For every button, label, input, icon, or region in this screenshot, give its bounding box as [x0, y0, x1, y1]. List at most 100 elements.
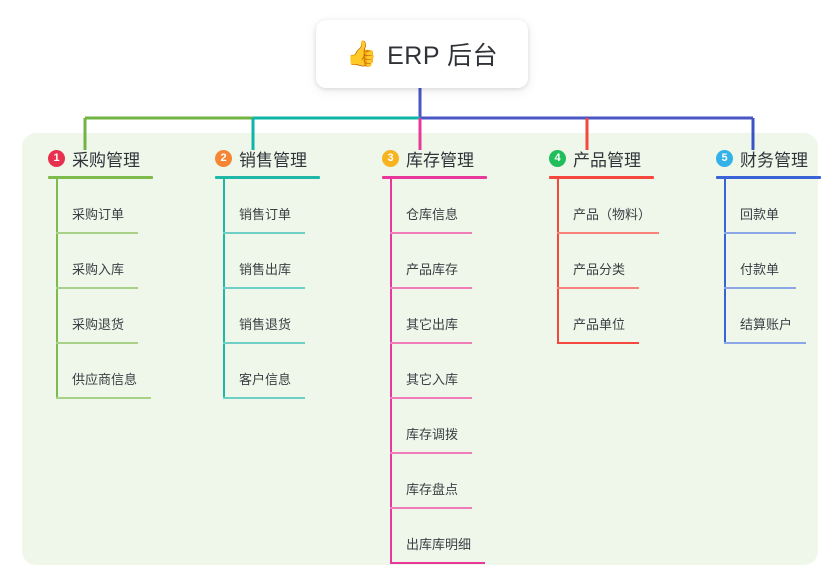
item-label: 回款单 — [740, 207, 780, 222]
root-node[interactable]: 👍 ERP 后台 — [316, 20, 528, 88]
item-label: 结算账户 — [740, 317, 793, 332]
branch-number-badge-3: 3 — [382, 149, 399, 167]
item-label: 客户信息 — [239, 372, 292, 387]
branch-spine-4 — [557, 179, 559, 344]
item-label: 销售出库 — [239, 262, 292, 277]
branch-spine-3 — [390, 179, 392, 564]
item-underline — [56, 397, 151, 399]
branch-items-2: 销售订单 销售出库 销售退货 客户信息 — [209, 179, 359, 399]
branch-header-2[interactable]: 2 销售管理 — [209, 146, 359, 170]
list-item[interactable]: 产品单位 — [543, 289, 703, 344]
item-underline — [56, 232, 138, 234]
branch-items-5: 回款单 付款单 结算账户 — [710, 179, 839, 344]
item-underline — [390, 287, 472, 289]
branch-title-2: 销售管理 — [239, 150, 307, 170]
item-label: 产品分类 — [573, 262, 626, 277]
list-item[interactable]: 销售订单 — [209, 179, 359, 234]
list-item[interactable]: 出库库明细 — [376, 509, 526, 564]
item-underline — [223, 287, 305, 289]
list-item[interactable]: 采购订单 — [42, 179, 192, 234]
branch-title-1: 采购管理 — [72, 150, 140, 170]
list-item[interactable]: 产品库存 — [376, 234, 526, 289]
branch-spine-2 — [223, 179, 225, 399]
branch-underline-1 — [48, 176, 153, 179]
item-underline — [724, 342, 806, 344]
branch-header-1[interactable]: 1 采购管理 — [42, 146, 192, 170]
list-item[interactable]: 回款单 — [710, 179, 839, 234]
thumbs-up-icon: 👍 — [345, 39, 378, 68]
item-label: 产品单位 — [573, 317, 626, 332]
list-item[interactable]: 客户信息 — [209, 344, 359, 399]
branch-column-1[interactable]: 1 采购管理 采购订单 采购入库 采购退货 供应商信息 — [42, 146, 192, 399]
branch-title-5: 财务管理 — [740, 150, 808, 170]
item-underline — [223, 342, 305, 344]
item-underline — [390, 507, 472, 509]
list-item[interactable]: 其它出库 — [376, 289, 526, 344]
item-underline — [223, 397, 305, 399]
item-underline — [223, 232, 305, 234]
item-underline — [390, 452, 472, 454]
item-label: 付款单 — [740, 262, 780, 277]
branch-header-3[interactable]: 3 库存管理 — [376, 146, 526, 170]
item-underline — [557, 232, 659, 234]
branch-underline-2 — [215, 176, 320, 179]
item-label: 采购退货 — [72, 317, 125, 332]
item-underline — [390, 342, 472, 344]
item-label: 库存调拨 — [406, 427, 459, 442]
branch-header-4[interactable]: 4 产品管理 — [543, 146, 703, 170]
branches-panel — [22, 133, 818, 565]
list-item[interactable]: 结算账户 — [710, 289, 839, 344]
item-label: 仓库信息 — [406, 207, 459, 222]
list-item[interactable]: 供应商信息 — [42, 344, 192, 399]
list-item[interactable]: 仓库信息 — [376, 179, 526, 234]
item-label: 产品库存 — [406, 262, 459, 277]
branch-underline-3 — [382, 176, 487, 179]
list-item[interactable]: 其它入库 — [376, 344, 526, 399]
branch-column-5[interactable]: 5 财务管理 回款单 付款单 结算账户 — [710, 146, 839, 344]
list-item[interactable]: 销售退货 — [209, 289, 359, 344]
branch-spine-5 — [724, 179, 726, 344]
list-item[interactable]: 付款单 — [710, 234, 839, 289]
branch-column-4[interactable]: 4 产品管理 产品（物料） 产品分类 产品单位 — [543, 146, 703, 344]
item-underline — [724, 232, 796, 234]
branch-header-5[interactable]: 5 财务管理 — [710, 146, 839, 170]
branch-number-badge-2: 2 — [215, 149, 232, 167]
branch-number-badge-1: 1 — [48, 149, 65, 167]
root-title: ERP 后台 — [387, 42, 499, 70]
branch-column-3[interactable]: 3 库存管理 仓库信息 产品库存 其它出库 其它入库 库存调拨 — [376, 146, 526, 564]
item-label: 销售退货 — [239, 317, 292, 332]
branch-title-4: 产品管理 — [573, 150, 641, 170]
item-label: 出库库明细 — [406, 537, 472, 552]
item-underline — [390, 562, 485, 564]
item-underline — [56, 287, 138, 289]
list-item[interactable]: 采购退货 — [42, 289, 192, 344]
list-item[interactable]: 产品分类 — [543, 234, 703, 289]
item-label: 供应商信息 — [72, 372, 138, 387]
item-underline — [56, 342, 138, 344]
branch-items-3: 仓库信息 产品库存 其它出库 其它入库 库存调拨 库存盘点 — [376, 179, 526, 564]
list-item[interactable]: 库存调拨 — [376, 399, 526, 454]
item-label: 采购入库 — [72, 262, 125, 277]
list-item[interactable]: 采购入库 — [42, 234, 192, 289]
list-item[interactable]: 库存盘点 — [376, 454, 526, 509]
item-label: 产品（物料） — [573, 207, 652, 222]
item-underline — [724, 287, 796, 289]
branch-title-3: 库存管理 — [406, 150, 474, 170]
branch-items-1: 采购订单 采购入库 采购退货 供应商信息 — [42, 179, 192, 399]
branch-items-4: 产品（物料） 产品分类 产品单位 — [543, 179, 703, 344]
item-label: 其它出库 — [406, 317, 459, 332]
branch-column-2[interactable]: 2 销售管理 销售订单 销售出库 销售退货 客户信息 — [209, 146, 359, 399]
list-item[interactable]: 销售出库 — [209, 234, 359, 289]
item-underline — [557, 342, 639, 344]
list-item[interactable]: 产品（物料） — [543, 179, 703, 234]
item-label: 库存盘点 — [406, 482, 459, 497]
item-label: 销售订单 — [239, 207, 292, 222]
branch-number-badge-5: 5 — [716, 149, 733, 167]
item-label: 采购订单 — [72, 207, 125, 222]
item-underline — [390, 397, 472, 399]
item-underline — [557, 287, 639, 289]
branch-number-badge-4: 4 — [549, 149, 566, 167]
branch-underline-5 — [716, 176, 821, 179]
